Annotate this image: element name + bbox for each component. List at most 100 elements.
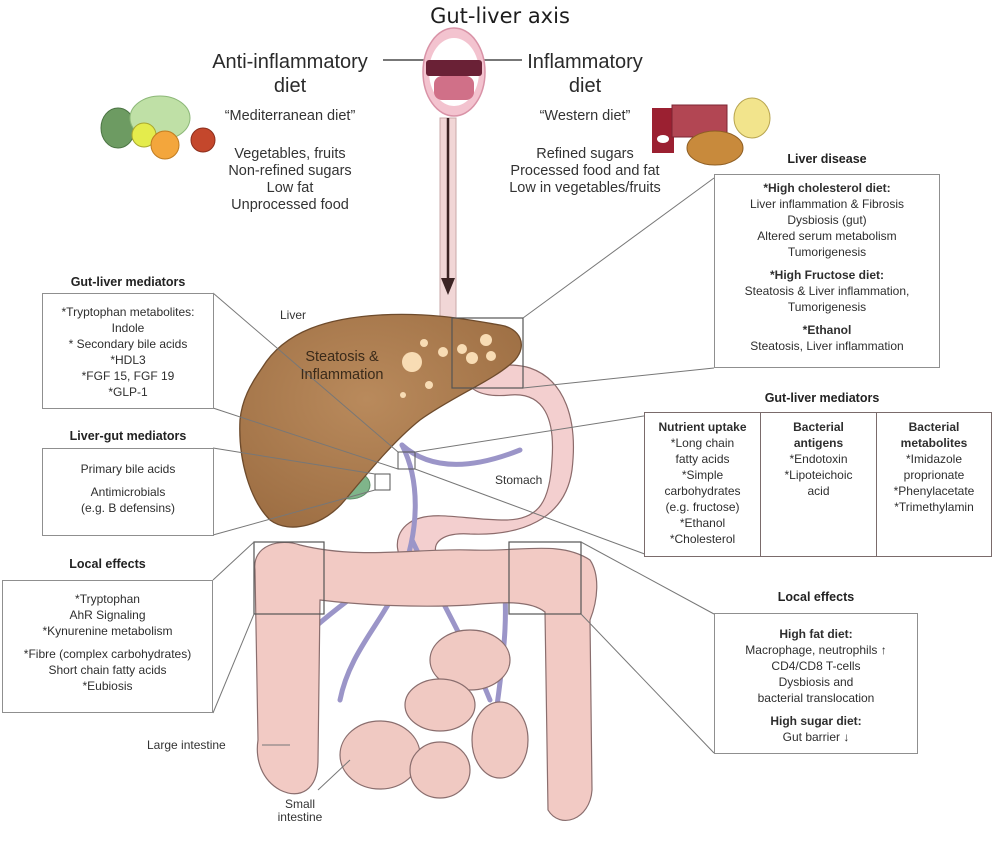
box-line: Tumorigenesis — [787, 245, 867, 259]
section-heading: *High cholesterol diet: — [763, 181, 891, 195]
connector-lines — [212, 177, 715, 791]
anti-inflammatory-items: Vegetables, fruits Non-refined sugars Lo… — [210, 146, 370, 214]
section-heading: *Ethanol — [802, 323, 852, 337]
box-line: Altered serum metabolism — [757, 229, 897, 243]
box-line: *Lipoteichoic — [784, 468, 853, 482]
label-line: intestine — [277, 810, 323, 824]
gut-liver-mediators-box: *Tryptophan metabolites: Indole * Second… — [42, 293, 214, 409]
box-line: *Eubiosis — [82, 679, 133, 693]
section-heading: *High Fructose diet: — [769, 268, 884, 282]
box-line: *FGF 15, FGF 19 — [81, 369, 175, 383]
small-intestine-label: Small intestine — [270, 798, 330, 824]
liver-zoom-box — [451, 317, 524, 389]
mouth-icon — [422, 27, 486, 117]
bile-duct-zoom-box — [374, 473, 391, 491]
box-line: Antimicrobials — [90, 485, 166, 499]
western-label: “Western diet” — [539, 108, 631, 124]
heading-line: Inflammatory — [527, 51, 643, 73]
box-line: *GLP-1 — [108, 385, 148, 399]
local-effects-left-title: Local effects — [69, 557, 146, 571]
label-line: Steatosis & — [305, 349, 379, 365]
liver-disease-box: *High cholesterol diet: Liver inflammati… — [714, 174, 940, 368]
portal-zoom-box — [397, 451, 416, 470]
label-line: Inflammation — [300, 367, 384, 383]
box-line: bacterial translocation — [757, 691, 875, 705]
nutrient-uptake-column: Nutrient uptake *Long chain fatty acids … — [645, 413, 761, 556]
box-line: Liver inflammation & Fibrosis — [749, 197, 905, 211]
large-intestine-shape — [254, 541, 598, 821]
box-line: Steatosis, Liver inflammation — [750, 339, 904, 353]
box-line: fatty acids — [675, 452, 730, 466]
diet-item: Processed food and fat — [510, 163, 660, 179]
page-title: Gut-liver axis — [430, 4, 570, 28]
diet-item: Low in vegetables/fruits — [509, 180, 661, 196]
box-line: *Simple — [681, 468, 724, 482]
box-line: acid — [807, 484, 830, 498]
local-effects-right-title: Local effects — [777, 590, 855, 604]
box-line: Dysbiosis (gut) — [787, 213, 867, 227]
box-line: *Tryptophan — [75, 592, 140, 606]
mediterranean-label: “Mediterranean diet” — [224, 108, 356, 124]
box-line: Short chain fatty acids — [48, 663, 167, 677]
liver-gut-mediators-title: Liver-gut mediators — [69, 429, 187, 443]
box-line: *Fibre (complex carbohydrates) — [23, 647, 192, 661]
right-colon-zoom-box — [508, 541, 582, 615]
anti-inflammatory-heading: Anti-inflammatory diet — [200, 50, 380, 98]
box-line: *Kynurenine metabolism — [42, 624, 173, 638]
box-line: Steatosis & Liver inflammation, — [744, 284, 910, 298]
box-line: *Phenylacetate — [893, 484, 975, 498]
column-heading: Nutrient uptake — [658, 420, 747, 434]
liver-label: Liver — [280, 308, 307, 322]
diet-item: Non-refined sugars — [228, 163, 352, 179]
liver-shape — [239, 313, 522, 528]
left-colon-zoom-box — [253, 541, 325, 615]
small-intestine-shape — [339, 629, 529, 799]
box-line: CD4/CD8 T-cells — [771, 659, 861, 673]
box-line: *Tryptophan metabolites: — [61, 305, 195, 319]
box-line: AhR Signaling — [69, 608, 146, 622]
section-heading: High fat diet: — [779, 627, 853, 641]
large-intestine-label: Large intestine — [147, 738, 226, 752]
vegetables-fruits-icon — [100, 95, 216, 160]
diet-item: Vegetables, fruits — [234, 146, 346, 162]
liver-state-label: Steatosis & Inflammation — [292, 348, 392, 384]
local-effects-left-box: *Tryptophan AhR Signaling *Kynurenine me… — [2, 580, 213, 713]
gut-liver-mediators-title: Gut-liver mediators — [70, 275, 186, 289]
box-line: *Ethanol — [679, 516, 726, 530]
heading-line: diet — [273, 75, 307, 97]
label-line: Small — [284, 797, 315, 811]
box-line: (e.g. fructose) — [665, 500, 740, 514]
stomach-label: Stomach — [495, 473, 543, 487]
bacterial-antigens-column: Bacterial antigens *Endotoxin *Lipoteich… — [761, 413, 877, 556]
fat-droplets — [400, 334, 496, 398]
column-heading: Bacterial — [908, 420, 960, 434]
column-heading: antigens — [793, 436, 844, 450]
box-line: Indole — [111, 321, 145, 335]
box-line: *HDL3 — [110, 353, 146, 367]
box-line: *Imidazole — [905, 452, 963, 466]
liver-disease-title: Liver disease — [787, 152, 867, 166]
box-line: *Trimethylamin — [894, 500, 974, 514]
box-line: (e.g. B defensins) — [80, 501, 176, 515]
local-effects-right-box: High fat diet: Macrophage, neutrophils ↑… — [714, 613, 918, 754]
box-line: carbohydrates — [664, 484, 741, 498]
box-line: *Cholesterol — [669, 532, 736, 546]
gut-liver-mediators-table: Nutrient uptake *Long chain fatty acids … — [644, 412, 992, 557]
diet-item: Refined sugars — [536, 146, 634, 162]
processed-food-icon — [652, 97, 771, 166]
box-line: *Long chain — [670, 436, 735, 450]
heading-line: Anti-inflammatory — [212, 51, 368, 73]
inflammatory-heading: Inflammatory diet — [510, 50, 660, 98]
box-line: Primary bile acids — [80, 462, 176, 476]
diet-item: Low fat — [266, 180, 314, 196]
bacterial-metabolites-column: Bacterial metabolites *Imidazole proprio… — [877, 413, 991, 556]
box-line: Macrophage, neutrophils ↑ — [745, 643, 887, 657]
box-line: * Secondary bile acids — [68, 337, 188, 351]
box-line: Gut barrier ↓ — [782, 730, 850, 744]
inflammatory-items: Refined sugars Processed food and fat Lo… — [490, 146, 680, 197]
box-line: *Endotoxin — [789, 452, 848, 466]
box-line: proprionate — [903, 468, 965, 482]
column-heading: Bacterial — [793, 420, 844, 434]
box-line: Tumorigenesis — [787, 300, 867, 314]
